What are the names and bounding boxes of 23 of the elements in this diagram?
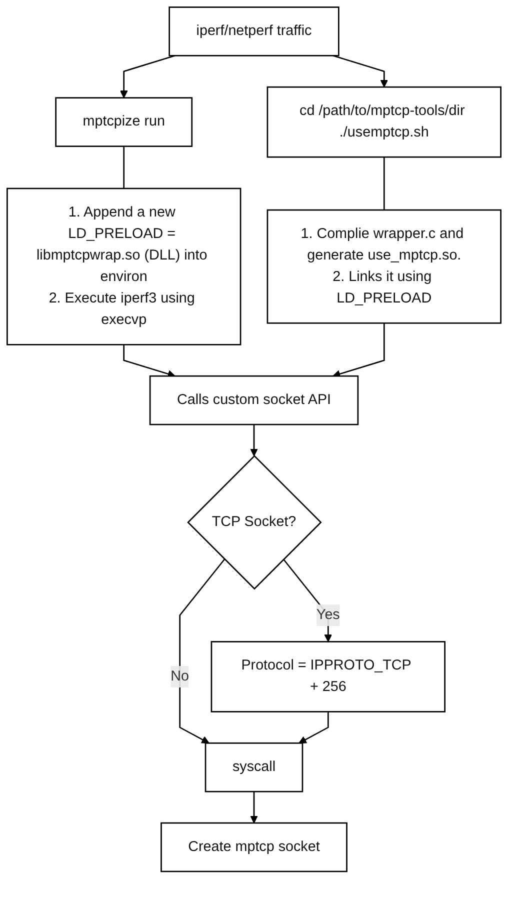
node-box: syscall	[204, 742, 304, 792]
connector	[383, 157, 385, 210]
arrow	[332, 323, 385, 378]
node-box: Create mptcp socket	[160, 822, 348, 872]
arrow	[179, 558, 226, 744]
arrow	[332, 55, 388, 88]
edge-label: Yes	[316, 607, 340, 622]
node-box: Calls custom socket API	[149, 375, 359, 426]
edge-label: No	[170, 668, 190, 684]
node-box: 1. Complie wrapper.c and generate use_mptcp.so. 2. Links it using LD_PRELOAD	[266, 209, 502, 324]
node-box: 1. Append a new LD_PRELOAD = libmptcpwrap.so (DLL) into environ 2. Execute iperf3 using execvp	[6, 188, 242, 346]
node-box: Protocol = IPPROTO_TCP + 256	[210, 641, 446, 712]
arrow	[298, 712, 329, 744]
node-diamond: TCP Socket?	[187, 454, 322, 590]
node-box: cd /path/to/mptcp-tools/dir ./usemptcp.sh	[266, 86, 502, 158]
node-box: iperf/netperf traffic	[168, 6, 340, 56]
arrow	[123, 344, 176, 378]
connector	[123, 146, 125, 188]
node-box: mptcpize run	[55, 97, 193, 147]
arrow	[282, 558, 332, 642]
arrow	[250, 424, 258, 456]
arrow	[250, 792, 258, 824]
arrow	[120, 55, 176, 98]
